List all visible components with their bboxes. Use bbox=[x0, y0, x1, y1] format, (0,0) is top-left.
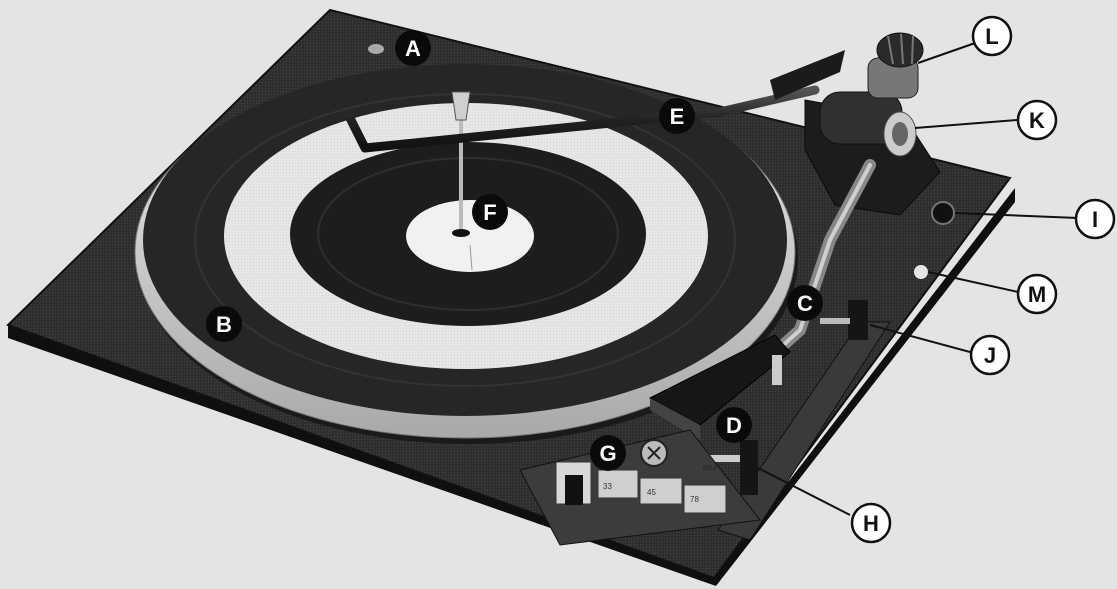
indicator-light bbox=[914, 265, 928, 279]
callout-d-label: D bbox=[726, 413, 742, 438]
lever-h-knob bbox=[740, 440, 758, 495]
callout-i-label: I bbox=[1092, 207, 1098, 232]
callout-a-label: A bbox=[405, 36, 421, 61]
callout-l-label: L bbox=[985, 24, 998, 49]
speed-mark-2: 45 bbox=[647, 488, 656, 497]
arm-adjuster-knob bbox=[877, 33, 923, 67]
arm-rest-post bbox=[772, 355, 782, 385]
callout-k: K bbox=[1018, 101, 1056, 139]
callout-b: B bbox=[206, 306, 242, 342]
callout-d: D bbox=[716, 407, 752, 443]
record-label bbox=[406, 200, 534, 272]
callout-j: J bbox=[971, 336, 1009, 374]
callout-c: C bbox=[787, 285, 823, 321]
speed-mark-4: REJ bbox=[703, 465, 716, 472]
callout-f: F bbox=[472, 194, 508, 230]
callout-e-label: E bbox=[670, 104, 685, 129]
callout-k-label: K bbox=[1029, 108, 1045, 133]
callout-f-label: F bbox=[483, 200, 496, 225]
stylus-force-screw bbox=[932, 202, 954, 224]
spindle-base bbox=[452, 229, 470, 237]
callout-a: A bbox=[395, 30, 431, 66]
callout-l: L bbox=[973, 17, 1011, 55]
speed-mark-3: 78 bbox=[690, 495, 699, 504]
callout-g: G bbox=[590, 435, 626, 471]
callout-b-label: B bbox=[216, 312, 232, 337]
callout-c-label: C bbox=[797, 291, 813, 316]
speed-key-1-slider bbox=[565, 475, 583, 505]
callout-m: M bbox=[1018, 275, 1056, 313]
callout-e: E bbox=[659, 98, 695, 134]
callout-h: H bbox=[852, 504, 890, 542]
lever-j-knob bbox=[848, 300, 868, 340]
speed-mark-1: 33 bbox=[603, 482, 612, 491]
callout-m-label: M bbox=[1028, 282, 1046, 307]
callout-g-label: G bbox=[599, 441, 616, 466]
callout-j-label: J bbox=[984, 343, 996, 368]
knob-ridge-3 bbox=[912, 36, 913, 64]
callout-i: I bbox=[1076, 200, 1114, 238]
callout-h-label: H bbox=[863, 511, 879, 536]
lever-j-scale bbox=[820, 318, 850, 324]
counterweight-hub bbox=[892, 122, 908, 146]
plinth-knob bbox=[368, 44, 384, 54]
